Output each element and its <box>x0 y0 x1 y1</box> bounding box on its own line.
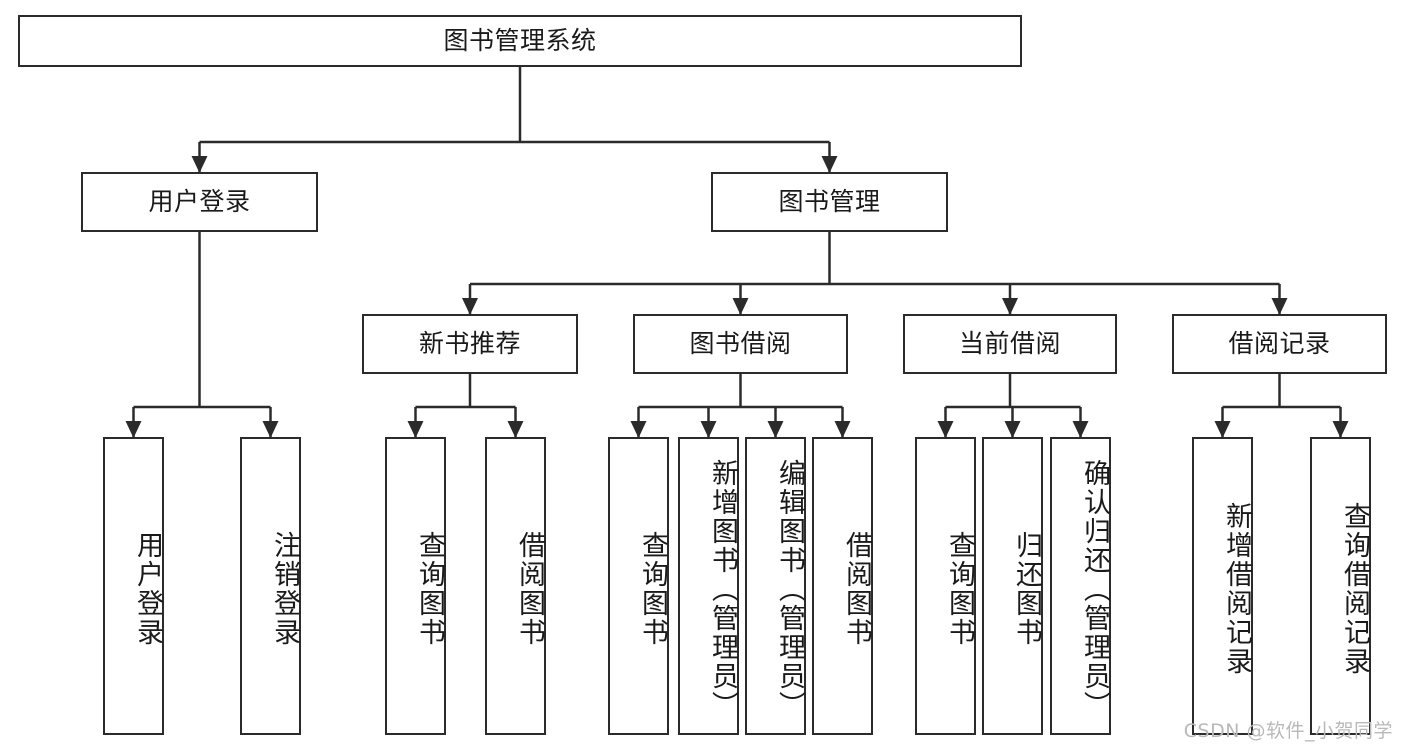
watermark: CSDN @软件_小贺同学 <box>1183 720 1393 742</box>
arrowhead-icon <box>191 156 208 173</box>
node-root[interactable]: 图书管理系统 <box>18 15 1022 67</box>
node-label: 用户登录 <box>148 187 251 216</box>
node-label: 当前借阅 <box>958 329 1061 358</box>
node-leaf-2[interactable]: 注销登录 <box>240 437 301 735</box>
node-borrow[interactable]: 图书借阅 <box>633 314 848 374</box>
node-label: 借阅图书 <box>841 531 872 647</box>
node-leaf-10[interactable]: 归还图书 <box>982 437 1043 735</box>
node-label: 借阅图书 <box>514 531 545 647</box>
arrowhead-icon <box>1002 298 1018 315</box>
node-label: 查询图书 <box>637 531 668 647</box>
node-current[interactable]: 当前借阅 <box>903 314 1117 374</box>
node-leaf-13[interactable]: 查询借阅记录 <box>1310 437 1371 735</box>
node-bookmgmt[interactable]: 图书管理 <box>711 172 948 232</box>
node-leaf-5[interactable]: 查询图书 <box>608 437 669 735</box>
node-leaf-3[interactable]: 查询图书 <box>385 437 446 735</box>
arrowhead-icon <box>834 421 851 438</box>
node-leaf-1[interactable]: 用户登录 <box>103 437 164 735</box>
node-login[interactable]: 用户登录 <box>81 172 318 232</box>
node-label: 新增借阅记录 <box>1221 502 1252 676</box>
node-label: 图书借阅 <box>689 329 792 358</box>
node-label: 图书管理系统 <box>443 26 597 55</box>
node-label: 归还图书 <box>1011 531 1042 647</box>
node-leaf-7[interactable]: 编辑图书（管理员） <box>745 437 806 735</box>
node-leaf-6[interactable]: 新增图书（管理员） <box>678 437 739 735</box>
arrowhead-icon <box>125 421 142 438</box>
node-label: 确认归还（管理员） <box>1079 458 1110 720</box>
arrowhead-icon <box>937 421 954 438</box>
node-leaf-12[interactable]: 新增借阅记录 <box>1192 437 1253 735</box>
node-label: 新增图书（管理员） <box>707 458 738 720</box>
arrowhead-icon <box>507 421 524 438</box>
node-label: 新书推荐 <box>418 329 521 358</box>
arrowhead-icon <box>630 421 647 438</box>
arrowhead-icon <box>407 421 424 438</box>
arrowhead-icon <box>1332 421 1349 438</box>
arrowhead-icon <box>1271 298 1288 315</box>
arrowhead-icon <box>1214 421 1231 438</box>
node-label: 查询图书 <box>414 531 445 647</box>
node-label: 编辑图书（管理员） <box>774 458 805 720</box>
arrowhead-icon <box>767 421 784 438</box>
node-label: 注销登录 <box>269 531 300 647</box>
node-label: 图书管理 <box>778 187 881 216</box>
node-newbooks[interactable]: 新书推荐 <box>362 314 578 374</box>
node-label: 查询图书 <box>944 531 975 647</box>
node-label: 用户登录 <box>132 531 163 647</box>
node-records[interactable]: 借阅记录 <box>1172 314 1387 374</box>
arrowhead-icon <box>462 298 478 315</box>
node-leaf-9[interactable]: 查询图书 <box>915 437 976 735</box>
arrowhead-icon <box>821 156 838 173</box>
arrowhead-icon <box>700 421 717 438</box>
node-leaf-4[interactable]: 借阅图书 <box>485 437 546 735</box>
arrowhead-icon <box>1004 421 1021 438</box>
node-leaf-11[interactable]: 确认归还（管理员） <box>1050 437 1111 735</box>
arrowhead-icon <box>1072 421 1089 438</box>
node-label: 查询借阅记录 <box>1339 502 1370 676</box>
node-leaf-8[interactable]: 借阅图书 <box>812 437 873 735</box>
arrowhead-icon <box>262 421 279 438</box>
arrowhead-icon <box>732 298 749 315</box>
node-label: 借阅记录 <box>1228 329 1331 358</box>
